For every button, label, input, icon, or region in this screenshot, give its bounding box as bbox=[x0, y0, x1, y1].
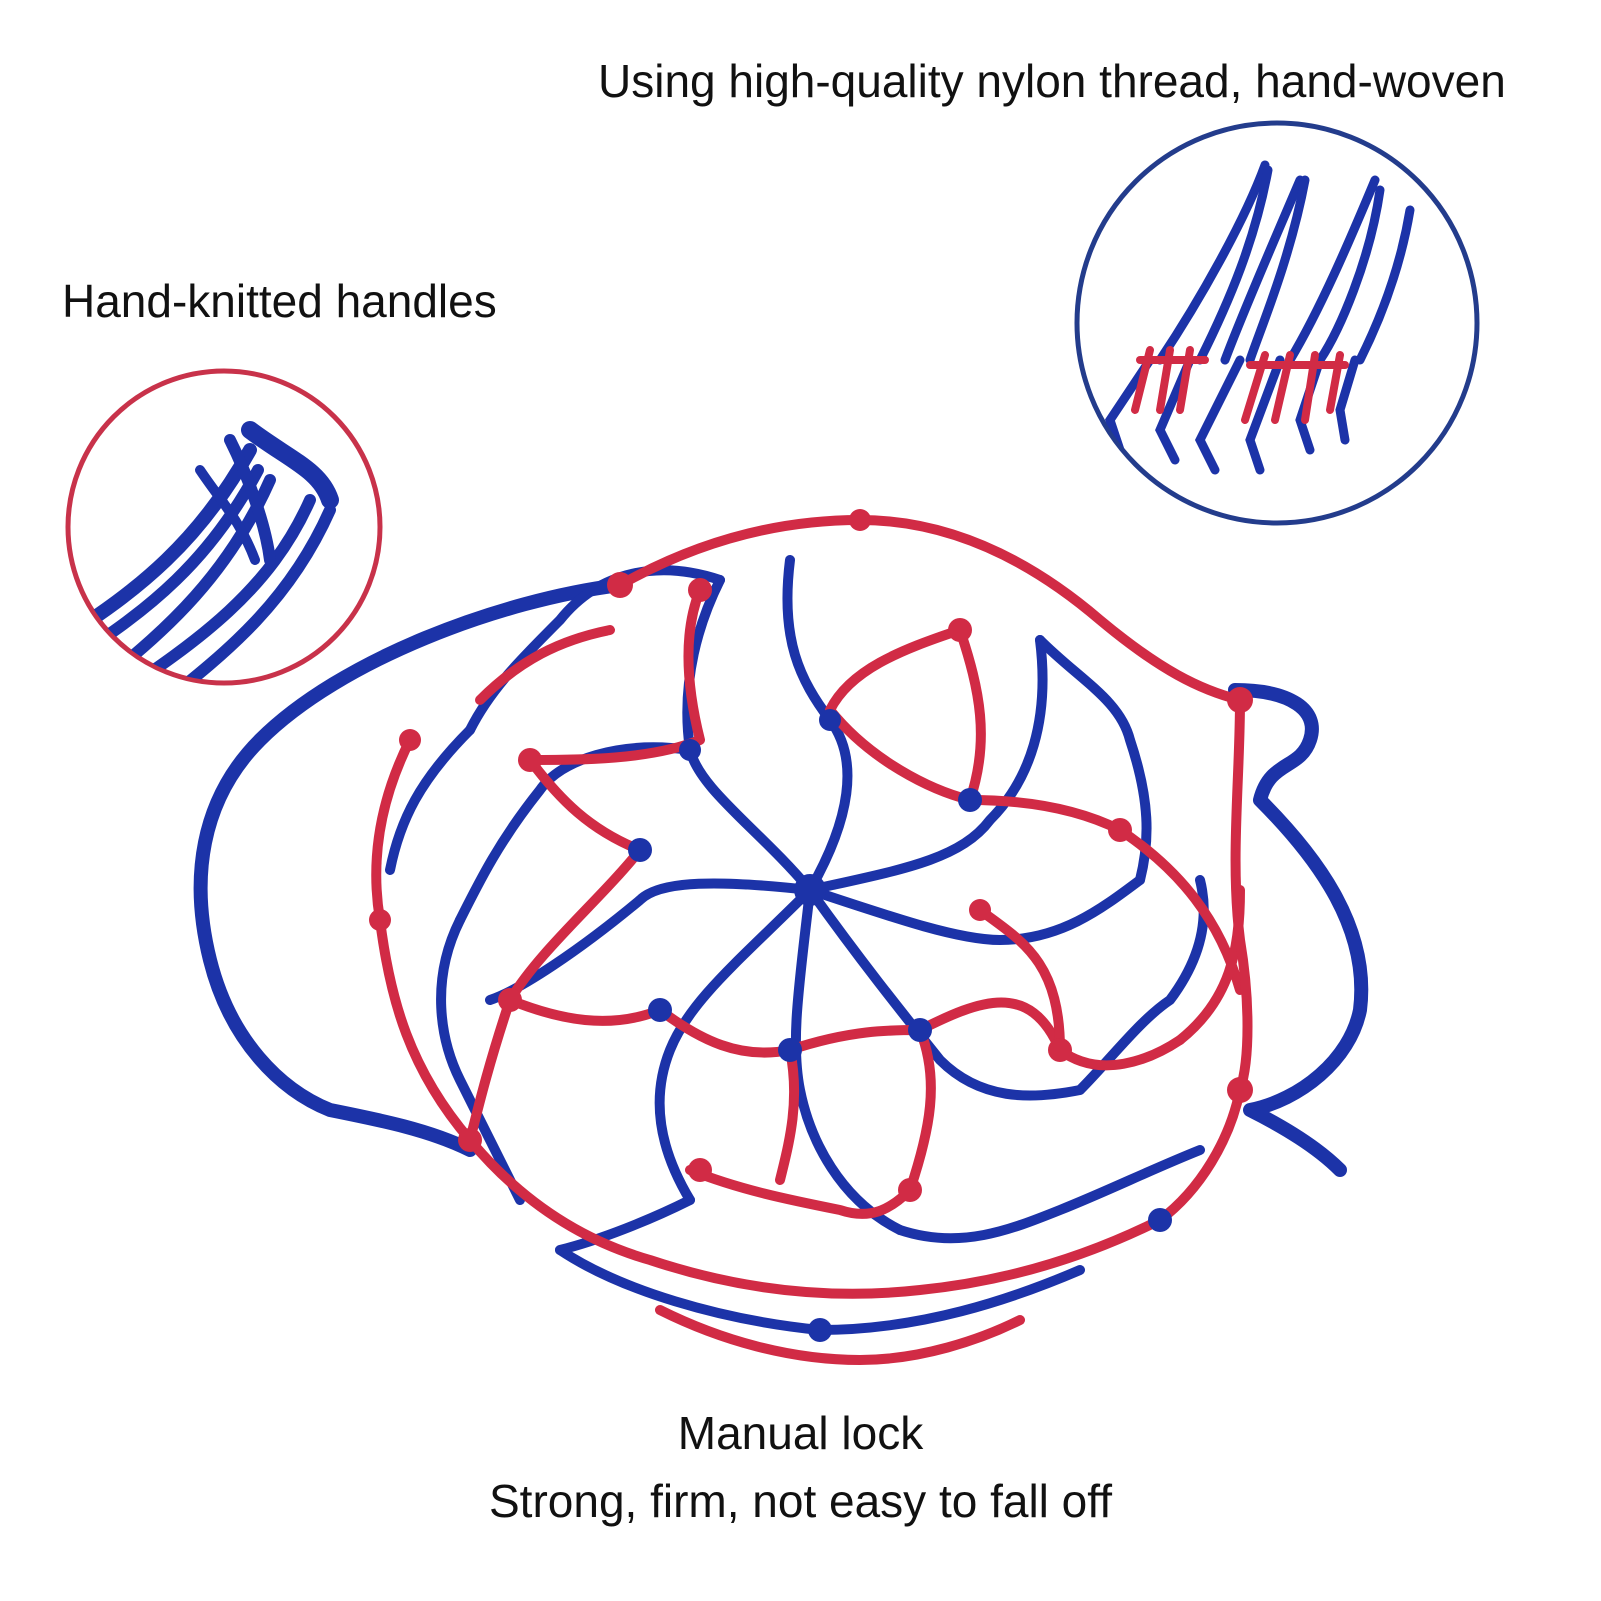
ball-net bbox=[193, 509, 1369, 1365]
handle-detail-inset bbox=[65, 368, 383, 686]
caption-strong-firm: Strong, firm, not easy to fall off bbox=[489, 1475, 1112, 1527]
net-knots bbox=[369, 509, 1253, 1342]
caption-hand-woven: Using high-quality nylon thread, hand-wo… bbox=[598, 55, 1506, 107]
caption-handles: Hand-knitted handles bbox=[62, 275, 497, 327]
caption-manual-lock: Manual lock bbox=[677, 1407, 924, 1459]
net-blue-outer-handles bbox=[193, 578, 1369, 1177]
net-red-mesh bbox=[371, 515, 1253, 1365]
right-inset-border bbox=[1074, 120, 1480, 526]
folded-nets-inset bbox=[1074, 120, 1480, 526]
